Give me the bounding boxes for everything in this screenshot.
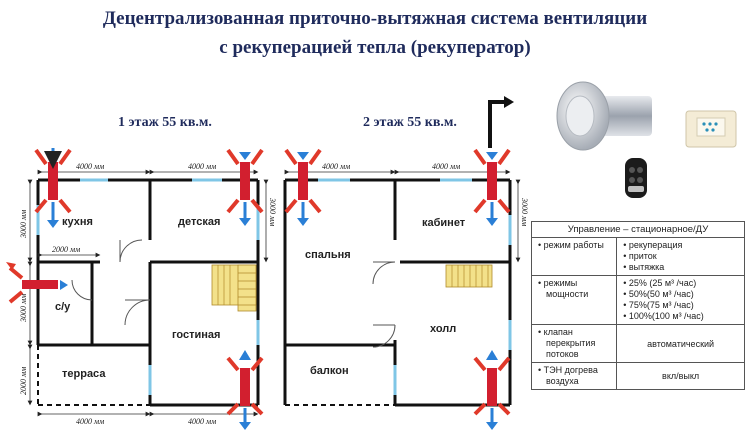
table-row: режим работы рекуперация приток вытяжка bbox=[530, 237, 745, 276]
room-wc: с/у bbox=[55, 301, 71, 313]
dim-f1-inner: 2000 мм bbox=[52, 245, 80, 254]
table-row: ТЭН догрева воздуха вкл/выкл bbox=[530, 362, 745, 390]
vent-unit-f2-hall bbox=[473, 350, 511, 430]
control-table: Управление – стационарное/ДУ режим работ… bbox=[530, 221, 745, 390]
power-item: 25% (25 м³ /час) bbox=[629, 278, 740, 289]
dim-f1-left-mid: 3000 мм bbox=[19, 294, 28, 323]
wall-control-panel-image bbox=[685, 110, 737, 148]
room-kids: детская bbox=[178, 216, 220, 228]
heater-value: вкл/выкл bbox=[616, 362, 745, 390]
row-label: режим работы bbox=[544, 240, 612, 251]
remote-control-image bbox=[625, 158, 647, 198]
control-table-header: Управление – стационарное/ДУ bbox=[531, 221, 745, 238]
vent-unit-f2-bedroom bbox=[284, 148, 322, 226]
row-label: клапан перекрытия потоков bbox=[544, 327, 612, 360]
room-hall: холл bbox=[430, 323, 456, 335]
vent-unit-f1-living bbox=[226, 350, 264, 430]
dim-f1-bottom-left: 4000 мм bbox=[76, 417, 104, 426]
vent-unit-f1-kitchen bbox=[34, 148, 72, 228]
recuperator-device-image bbox=[556, 81, 652, 151]
mode-item: вытяжка bbox=[629, 262, 740, 273]
room-terrace: терраса bbox=[62, 368, 106, 380]
room-office: кабинет bbox=[422, 217, 466, 229]
floor1-plan: 4000 мм 4000 мм 2000 мм 4000 мм 4000 мм … bbox=[19, 162, 277, 426]
power-item: 50%(50 м³ /час) bbox=[629, 289, 740, 300]
floor1-label: 1 этаж 55 кв.м. bbox=[118, 115, 212, 130]
mode-item: рекуперация bbox=[629, 240, 740, 251]
table-row: режимы мощности 25% (25 м³ /час) 50%(50 … bbox=[530, 275, 745, 325]
vent-unit-f1-wc bbox=[6, 262, 68, 304]
valve-value: автоматический bbox=[616, 324, 745, 363]
floor2-plan: 4000 мм 4000 мм 3000 мм спальня кабинет … bbox=[283, 162, 529, 407]
table-row: клапан перекрытия потоков автоматический bbox=[530, 324, 745, 363]
row-label: ТЭН догрева воздуха bbox=[544, 365, 612, 387]
dim-f1-bottom-right: 4000 мм bbox=[188, 417, 216, 426]
diagram-title-line2: с рекуперацией тепла (рекуператор) bbox=[219, 37, 531, 58]
diagram-title-line1: Децентрализованная приточно-вытяжная сис… bbox=[102, 8, 648, 29]
vent-units bbox=[6, 148, 511, 430]
room-kitchen: кухня bbox=[62, 216, 93, 228]
power-item: 100%(100 м³ /час) bbox=[629, 311, 740, 322]
dim-f1-left-upper: 3000 мм bbox=[19, 210, 28, 239]
room-living: гостиная bbox=[172, 329, 220, 341]
dim-f1-left-lower: 2000 мм bbox=[19, 367, 28, 395]
dim-f1-right: 3000 мм bbox=[268, 197, 277, 226]
dim-f2-right: 3000 мм bbox=[520, 197, 529, 226]
power-item: 75%(75 м³ /час) bbox=[629, 300, 740, 311]
row-label: режимы мощности bbox=[544, 278, 612, 300]
vent-unit-f1-kids bbox=[226, 148, 264, 226]
exhaust-pipe-icon bbox=[488, 96, 514, 148]
dim-f1-top-right: 4000 мм bbox=[188, 162, 216, 171]
room-bedroom: спальня bbox=[305, 249, 351, 261]
room-balcony: балкон bbox=[310, 365, 349, 377]
dim-f1-top-left: 4000 мм bbox=[76, 162, 104, 171]
dim-f2-top-right: 4000 мм bbox=[432, 162, 460, 171]
dim-f2-top-left: 4000 мм bbox=[322, 162, 350, 171]
vent-unit-f2-office bbox=[473, 148, 511, 226]
mode-item: приток bbox=[629, 251, 740, 262]
floor2-label: 2 этаж 55 кв.м. bbox=[363, 115, 457, 130]
